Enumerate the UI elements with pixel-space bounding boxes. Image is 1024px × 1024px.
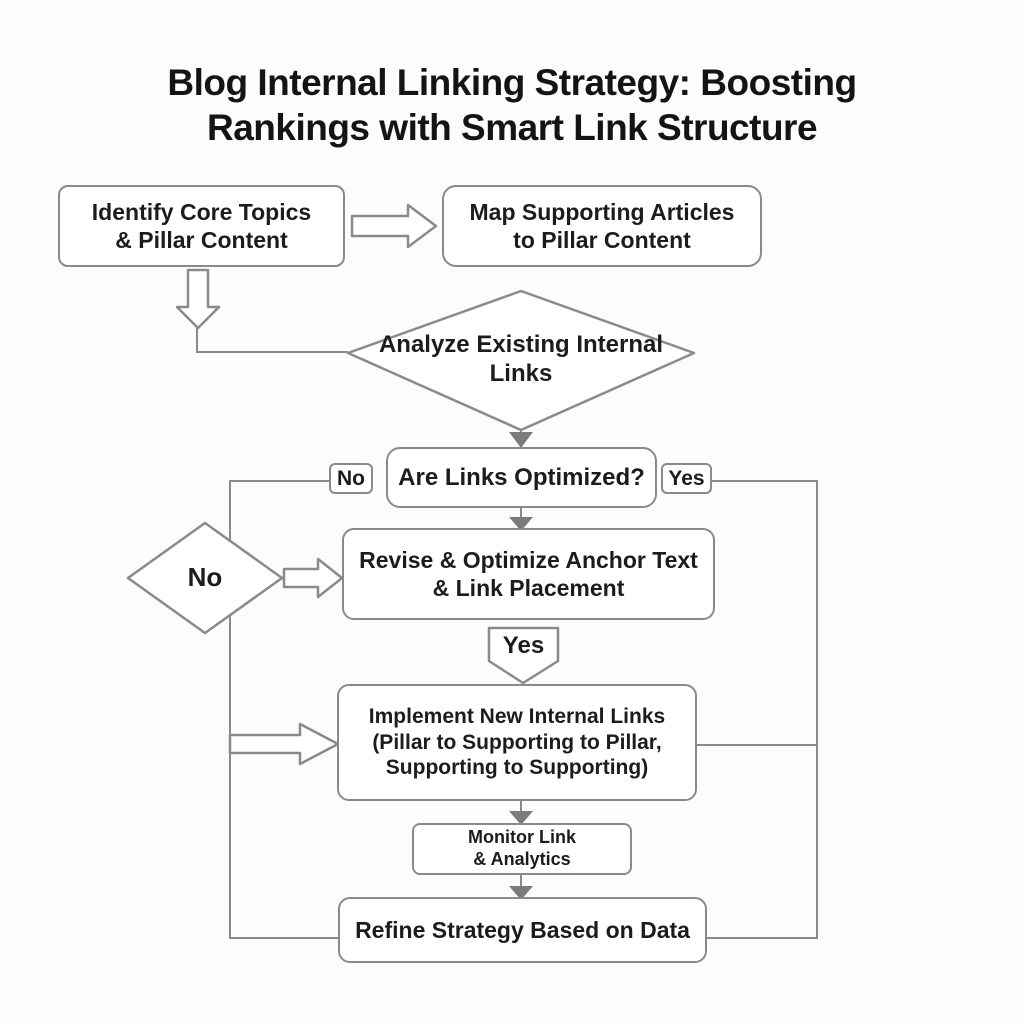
connector-yes-pentagon [487,626,560,685]
connector-yes-right-rail [705,480,818,939]
arrowhead-monitor-to-refine-icon [509,886,533,900]
node-revise-optimize: Revise & Optimize Anchor Text & Link Pla… [342,528,715,620]
node-are-links-optimized: Are Links Optimized? [386,447,657,508]
label-yes-branch: Yes [661,463,712,494]
connector-no-left-rail [229,480,340,939]
block-arrow-identify-to-map-icon [350,203,438,249]
block-arrow-rail-to-implement-icon [228,722,340,766]
arrowhead-implement-to-monitor-icon [509,811,533,825]
block-arrow-identify-down-icon [175,268,221,330]
decision-analyze-label: Analyze Existing Internal Links [378,331,664,387]
node-monitor-link-analytics: Monitor Link & Analytics [412,823,632,875]
block-arrow-no-to-revise-icon [282,557,344,599]
node-refine-strategy: Refine Strategy Based on Data [338,897,707,963]
connector-yes-label: Yes [502,631,545,659]
node-implement-new-links: Implement New Internal Links (Pillar to … [337,684,697,801]
label-no-branch: No [329,463,373,494]
decision-no-diamond [126,521,284,635]
decision-analyze-diamond [346,289,696,432]
node-map-supporting-articles: Map Supporting Articles to Pillar Conten… [442,185,762,267]
node-identify-core-topics: Identify Core Topics & Pillar Content [58,185,345,267]
decision-no-label: No [187,562,223,593]
page-title: Blog Internal Linking Strategy: Boosting… [167,62,857,149]
connector-identify-to-analyze [196,322,348,353]
arrowhead-optimized-to-revise-icon [509,517,533,531]
arrowhead-analyze-to-optimized-icon [509,432,533,448]
